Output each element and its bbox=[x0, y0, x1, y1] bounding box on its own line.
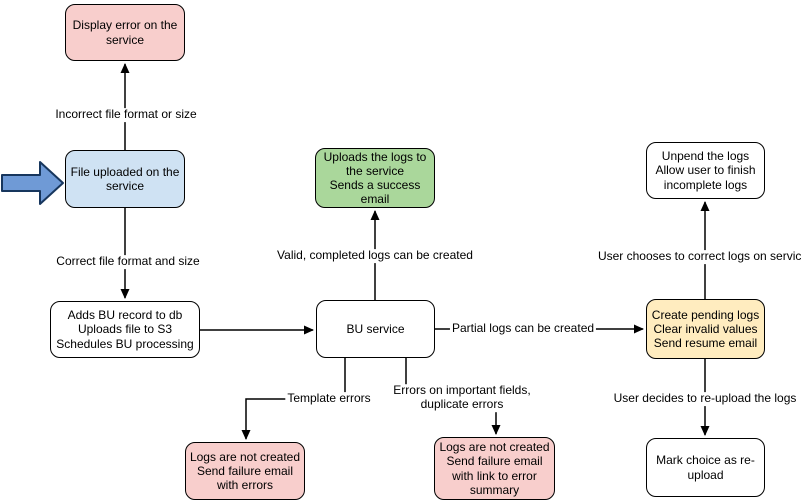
entry-arrow-icon bbox=[1, 161, 64, 205]
edge-label-partial-logs: Partial logs can be created bbox=[449, 321, 597, 336]
edge-label-incorrect-file: Incorrect file format or size bbox=[53, 107, 199, 122]
edge-label-user-decides-reupload: User decides to re-upload the logs bbox=[611, 391, 799, 406]
node-adds-bu-record: Adds BU record to db Uploads file to S3 … bbox=[50, 301, 200, 358]
edge-label-template-errors: Template errors bbox=[285, 391, 373, 406]
node-logs-not-created-summary: Logs are not created Send failure email … bbox=[434, 437, 555, 500]
node-uploads-logs-success: Uploads the logs to the service Sends a … bbox=[315, 148, 435, 208]
edge-label-correct-file: Correct file format and size bbox=[54, 254, 202, 269]
node-file-uploaded: File uploaded on the service bbox=[65, 150, 185, 208]
edge-label-errors-important-fields: Errors on important fields, duplicate er… bbox=[391, 383, 533, 412]
edge-label-valid-completed: Valid, completed logs can be created bbox=[275, 248, 475, 263]
edge-label-user-chooses-correct: User chooses to correct logs on service bbox=[595, 249, 801, 264]
node-display-error: Display error on the service bbox=[65, 4, 185, 61]
node-bu-service: BU service bbox=[316, 300, 435, 358]
node-mark-choice-reupload: Mark choice as re- upload bbox=[646, 438, 765, 497]
node-logs-not-created-errors: Logs are not created Send failure email … bbox=[185, 442, 305, 500]
node-unpend-logs: Unpend the logs Allow user to finish inc… bbox=[646, 142, 765, 199]
node-create-pending-logs: Create pending logs Clear invalid values… bbox=[646, 299, 765, 359]
